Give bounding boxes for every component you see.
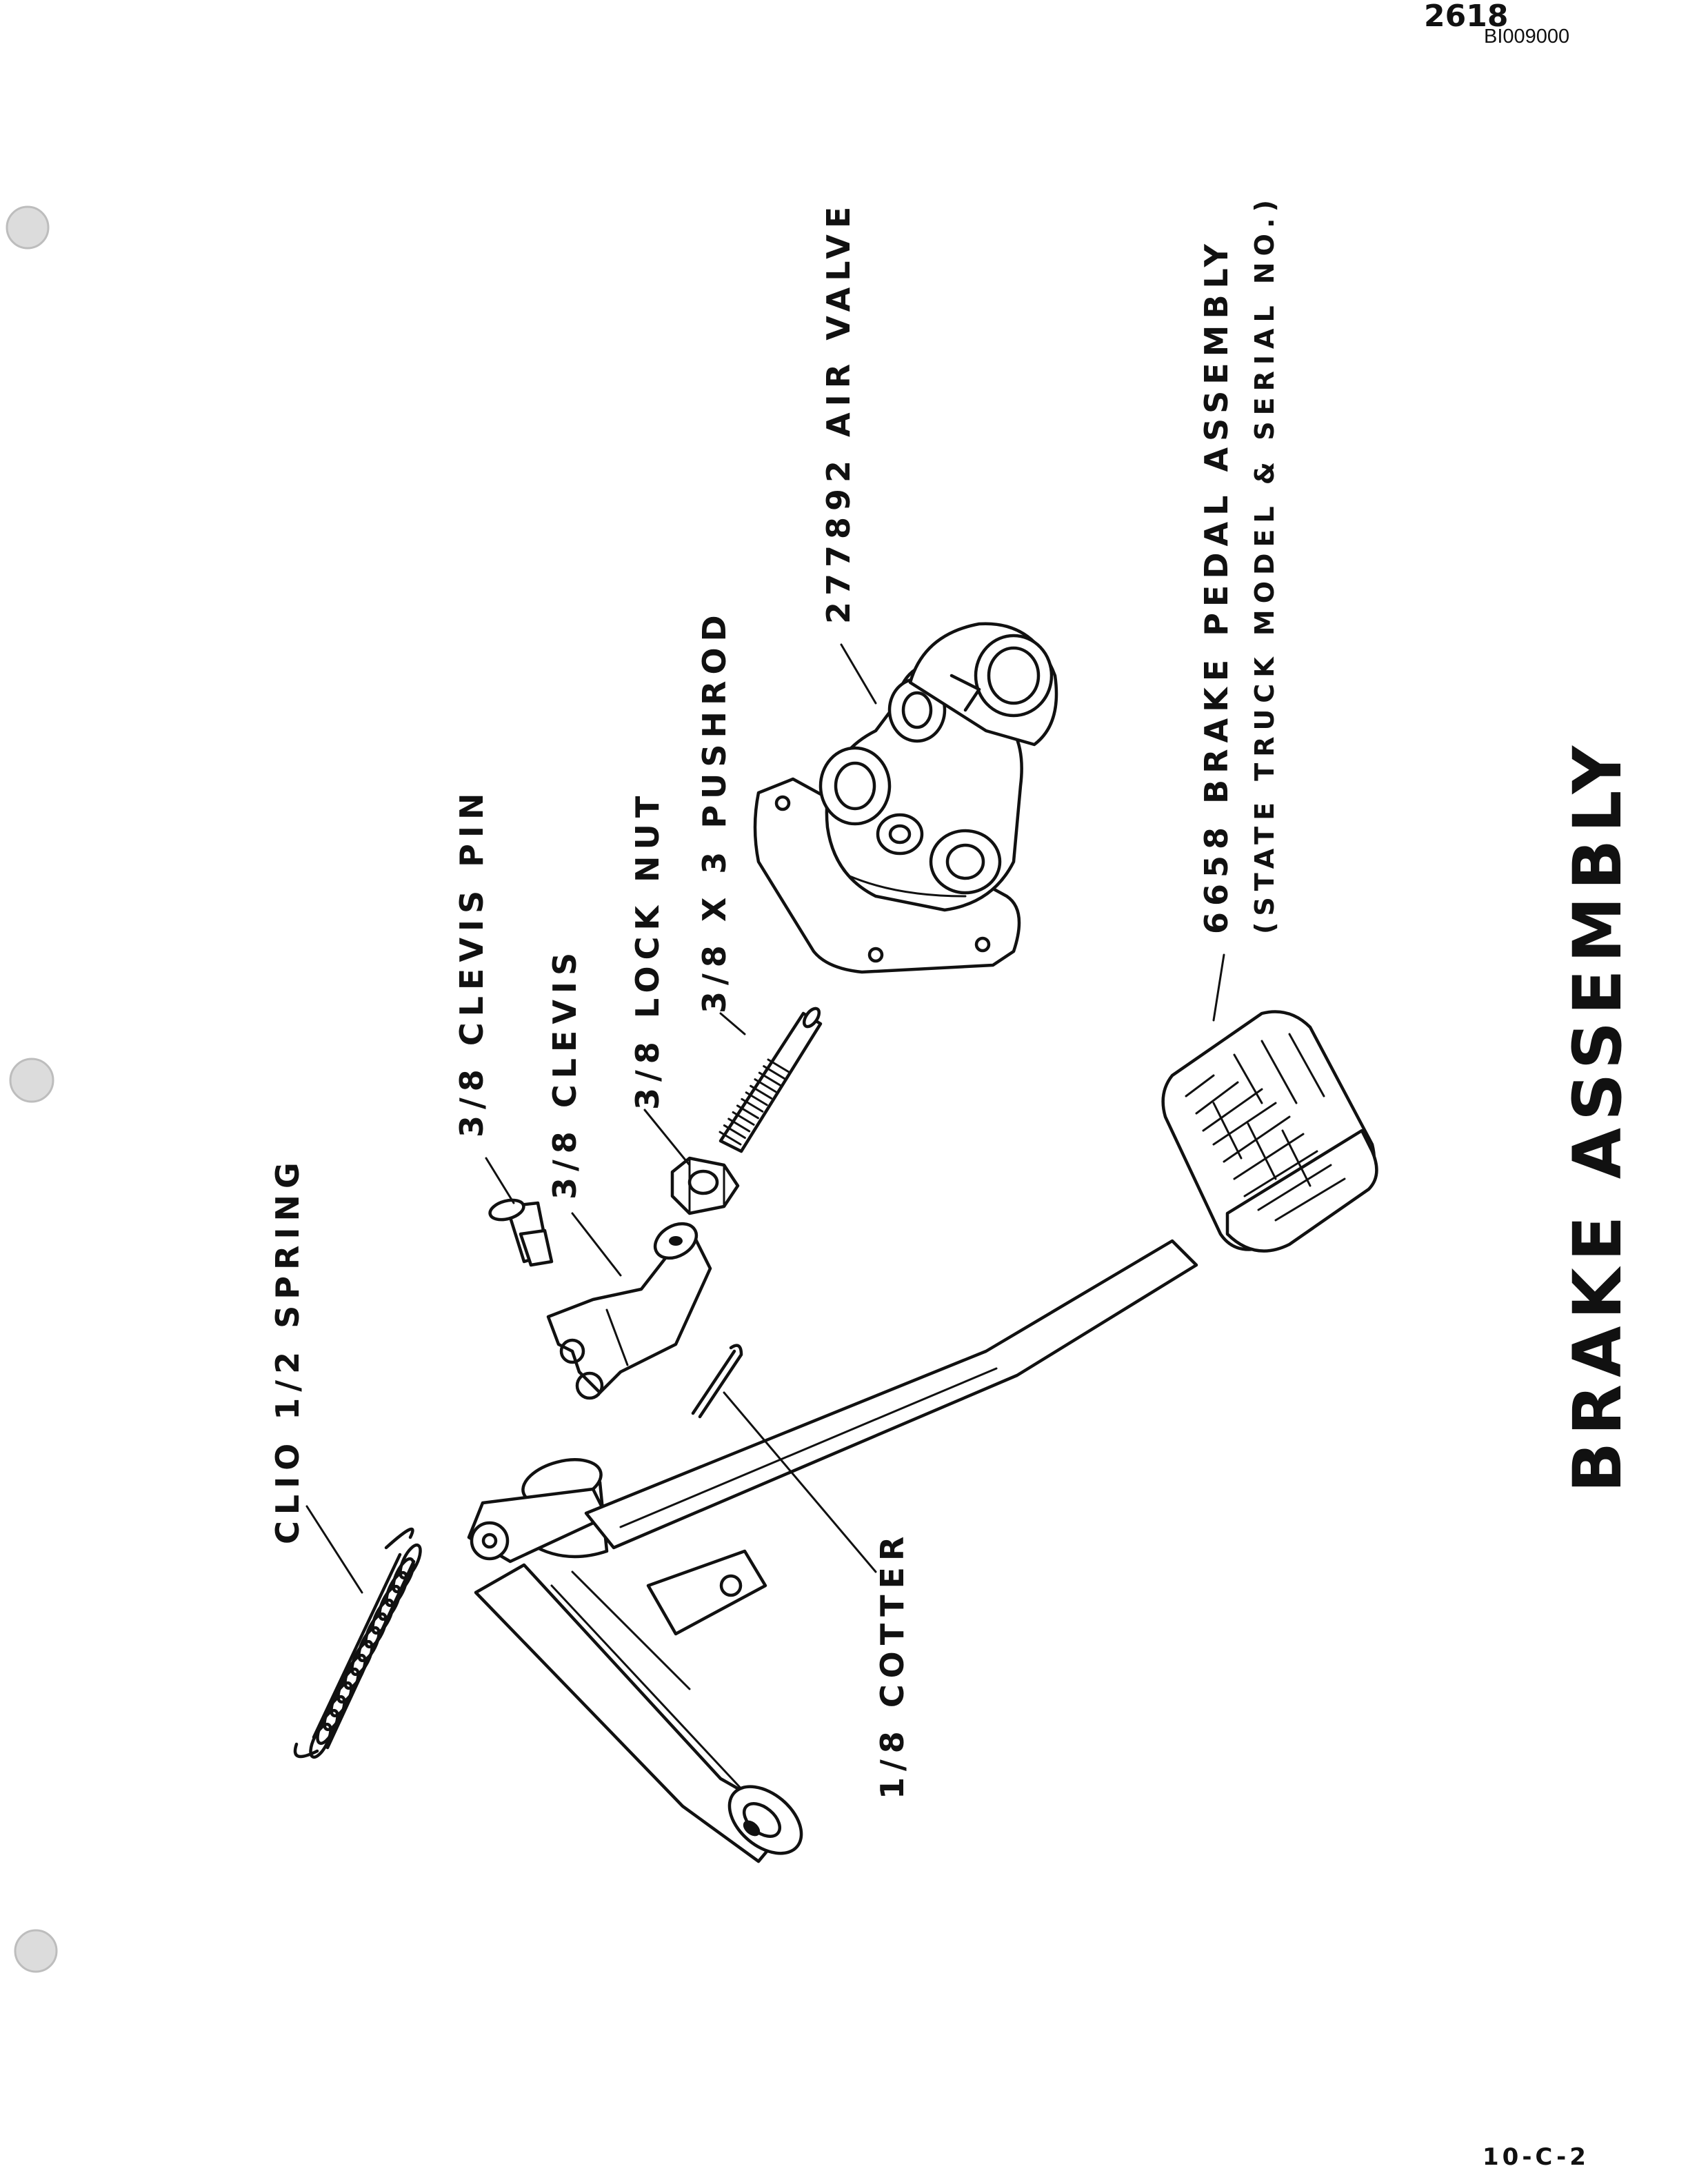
brake-pedal-note: (STATE TRUCK MODEL & SERIAL NO.): [1249, 194, 1280, 934]
clevis-drawing: [546, 1222, 712, 1400]
punch-hole-bottom: [14, 1929, 58, 1973]
page-title: BRAKE ASSEMBLY: [1559, 739, 1636, 1493]
page-number: 10-C-2: [1483, 2143, 1589, 2171]
pushrod-drawing: [719, 1007, 823, 1153]
punch-hole-top: [6, 205, 50, 250]
clevis-pin-drawing: [488, 1198, 554, 1267]
leader-lines: [305, 643, 1225, 1594]
air-valve-label: 277892 AIR VALVE: [820, 201, 857, 624]
spring-label: CLIO 1/2 SPRING: [269, 1156, 306, 1544]
cotter-label: 1/8 COTTER: [874, 1530, 911, 1799]
spring-drawing: [293, 1527, 422, 1759]
air-valve-drawing: [753, 622, 1058, 974]
clevis-label: 3/8 CLEVIS: [546, 947, 583, 1200]
pushrod-label: 3/8 X 3 PUSHROD: [696, 609, 733, 1013]
clevis-pin-label: 3/8 CLEVIS PIN: [453, 787, 490, 1138]
brake-pedal-assembly-drawing: [467, 1010, 1378, 1863]
corner-number: 2618: [1424, 0, 1508, 34]
punch-hole-middle: [9, 1058, 54, 1103]
lock-nut-drawing: [670, 1156, 740, 1215]
brake-pedal-label: 6658 BRAKE PEDAL ASSEMBLY: [1198, 238, 1235, 934]
document-id: BI009000: [1484, 26, 1569, 48]
cotter-pin-drawing: [691, 1344, 743, 1419]
lock-nut-label: 3/8 LOCK NUT: [629, 790, 666, 1110]
